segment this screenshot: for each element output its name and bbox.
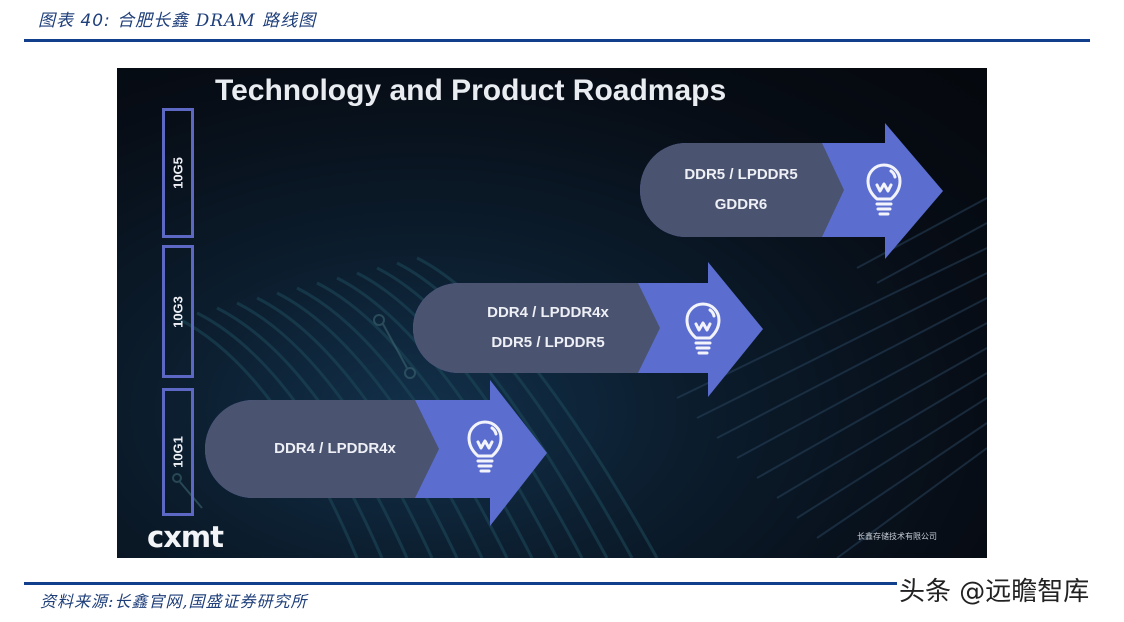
lightbulb-icon [866,163,902,216]
cxmt-logo: cxmt [147,520,224,554]
roadmap-arrow-10g3: DDR4 / LPDDR4x DDR5 / LPDDR5 [413,262,765,397]
process-node-10g5: 10G5 [162,108,194,238]
slide-title: Technology and Product Roadmaps [215,74,727,107]
lightbulb-icon [685,302,721,355]
roadmap-arrow-10g5: DDR5 / LPDDR5 GDDR6 [640,123,945,259]
source-note: 资料来源:长鑫官网,国盛证券研究所 [40,592,308,611]
figure-caption: 合肥长鑫 DRAM 路线图 [117,11,317,31]
process-node-10g3: 10G3 [162,245,194,378]
process-node-10g1: 10G1 [162,388,194,516]
figure-title: 图表 40: 合肥长鑫 DRAM 路线图 [38,6,316,31]
top-divider [24,39,1090,42]
bottom-divider [24,582,1090,585]
lightbulb-icon [467,420,503,473]
process-node-label: 10G1 [170,436,186,468]
product-line: DDR5 / LPDDR5 [684,166,798,183]
figure-label-prefix: 图表 [38,11,74,31]
watermark: 头条 @远瞻智库 [897,571,1092,608]
product-line: DDR4 / LPDDR4x [274,440,396,457]
company-name: 长鑫存储技术有限公司 [857,532,937,541]
figure-label-number: 40: [80,11,111,31]
roadmap-arrow-10g1: DDR4 / LPDDR4x [205,380,550,526]
process-node-label: 10G5 [170,157,186,189]
product-line: GDDR6 [714,196,768,213]
product-line: DDR5 / LPDDR5 [491,334,605,351]
process-node-label: 10G3 [170,295,186,328]
product-line: DDR4 / LPDDR4x [487,304,609,321]
roadmap-slide-image: Technology and Product Roadmaps 10G5 10G… [117,68,987,558]
